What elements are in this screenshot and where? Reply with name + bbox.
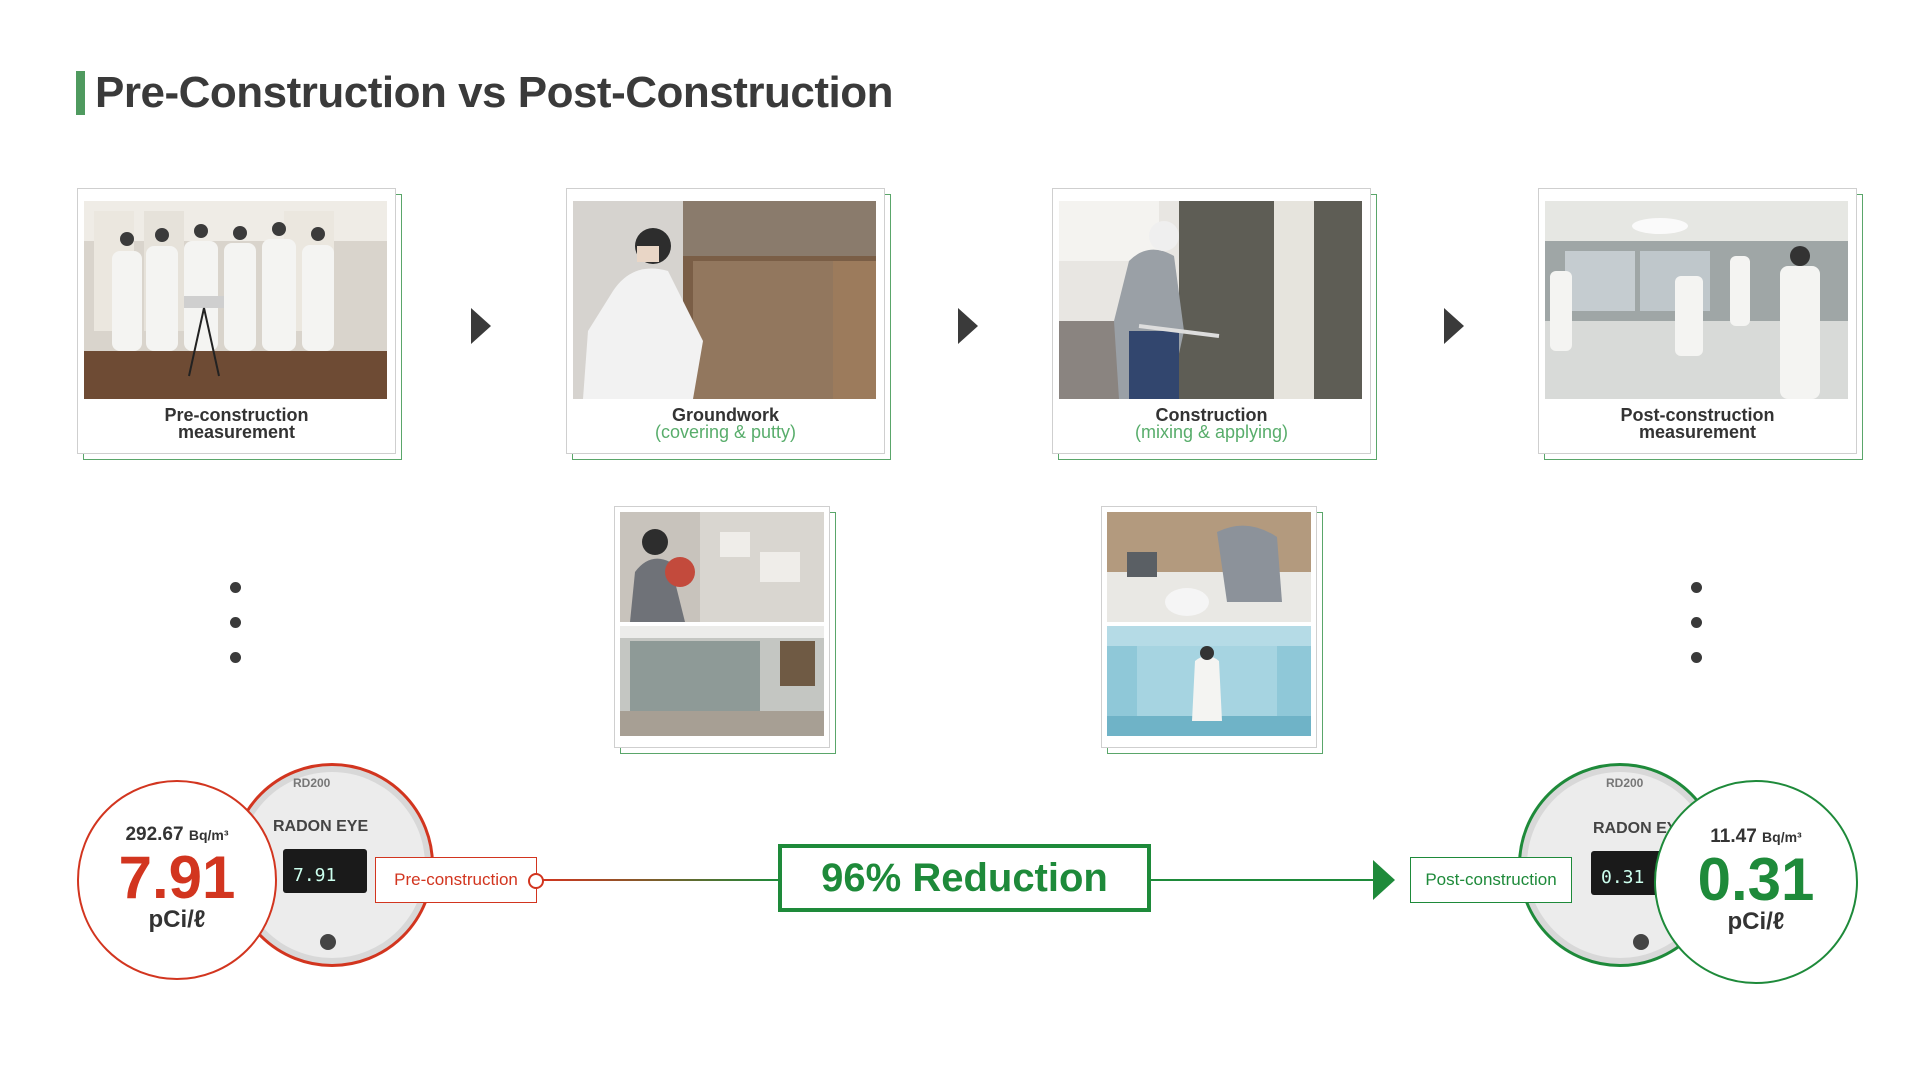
step-subtitle: measurement	[177, 422, 296, 442]
step-card-pre-measurement: Pre-construction measurement	[77, 188, 396, 454]
device-button	[320, 934, 336, 950]
right-triangle-icon	[958, 308, 978, 344]
step-title: Pre-construction	[164, 405, 309, 425]
pre-reading-circle: 292.67 Bq/m³ 7.91 pCi/ℓ	[77, 780, 277, 980]
post-pci-unit: pCi/ℓ	[1727, 908, 1785, 935]
connector-dot-icon	[528, 873, 544, 889]
device-model-label: RD200	[1606, 776, 1644, 790]
post-bq-value: 11.47	[1710, 826, 1757, 847]
construction-detail-photos	[1101, 506, 1317, 748]
device-button	[1633, 934, 1649, 950]
page-title: Pre-Construction vs Post-Construction	[76, 68, 894, 118]
step-card-groundwork: Groundwork (covering & putty)	[566, 188, 885, 454]
vertical-ellipsis-icon	[230, 582, 242, 687]
step-photo-groundwork	[573, 201, 876, 399]
device-brand-label: RADON EYE	[1593, 820, 1689, 837]
right-triangle-icon	[471, 308, 491, 344]
step-title: Groundwork	[672, 405, 779, 425]
connector-line-right	[1151, 879, 1373, 881]
step-title: Construction	[1155, 405, 1268, 425]
post-reading-circle: 11.47 Bq/m³ 0.31 pCi/ℓ	[1654, 780, 1858, 984]
title-accent-bar	[76, 71, 85, 115]
pre-pci-unit: pCi/ℓ	[148, 906, 206, 933]
pre-bq-value: 292.67	[125, 824, 184, 845]
pre-bq-reading: 292.67 Bq/m³	[79, 824, 275, 846]
pre-construction-tag: Pre-construction	[375, 857, 537, 903]
right-triangle-icon	[1444, 308, 1464, 344]
step-label-post-measurement: Post-construction measurement	[1539, 405, 1856, 442]
pre-pci-value: 7.91	[118, 844, 236, 911]
page-title-text: Pre-Construction vs Post-Construction	[95, 68, 894, 117]
groundwork-photo-room	[620, 626, 824, 736]
device-screen-value: 0.31	[1601, 867, 1645, 888]
step-title: Post-construction	[1620, 405, 1775, 425]
device-screen-value: 7.91	[293, 865, 337, 886]
reduction-badge: 96% Reduction	[778, 844, 1151, 912]
device-model-label: RD200	[293, 776, 331, 790]
step-photo-post-measurement	[1545, 201, 1848, 399]
step-card-construction: Construction (mixing & applying)	[1052, 188, 1371, 454]
vertical-ellipsis-icon	[1691, 582, 1703, 687]
step-photo-pre-measurement	[84, 201, 387, 399]
construction-photo-applying	[1107, 626, 1311, 736]
step-label-pre-measurement: Pre-construction measurement	[78, 405, 395, 442]
post-construction-tag: Post-construction	[1410, 857, 1572, 903]
step-subtitle: (covering & putty)	[654, 422, 797, 442]
device-brand-label: RADON EYE	[273, 818, 369, 835]
connector-line-left	[542, 879, 778, 881]
post-pci-value: 0.31	[1697, 846, 1815, 913]
step-subtitle: measurement	[1638, 422, 1757, 442]
post-bq-unit: Bq/m³	[1762, 829, 1802, 845]
step-card-post-measurement: Post-construction measurement	[1538, 188, 1857, 454]
step-subtitle: (mixing & applying)	[1134, 422, 1289, 442]
step-label-construction: Construction (mixing & applying)	[1053, 405, 1370, 442]
post-bq-reading: 11.47 Bq/m³	[1656, 826, 1856, 848]
step-label-groundwork: Groundwork (covering & putty)	[567, 405, 884, 442]
groundwork-photo-putty	[620, 512, 824, 622]
construction-photo-mixing	[1107, 512, 1311, 622]
step-photo-construction	[1059, 201, 1362, 399]
groundwork-detail-photos	[614, 506, 830, 748]
device-screen: 7.91	[283, 849, 367, 893]
pre-bq-unit: Bq/m³	[188, 827, 229, 843]
arrow-right-icon	[1373, 860, 1395, 900]
